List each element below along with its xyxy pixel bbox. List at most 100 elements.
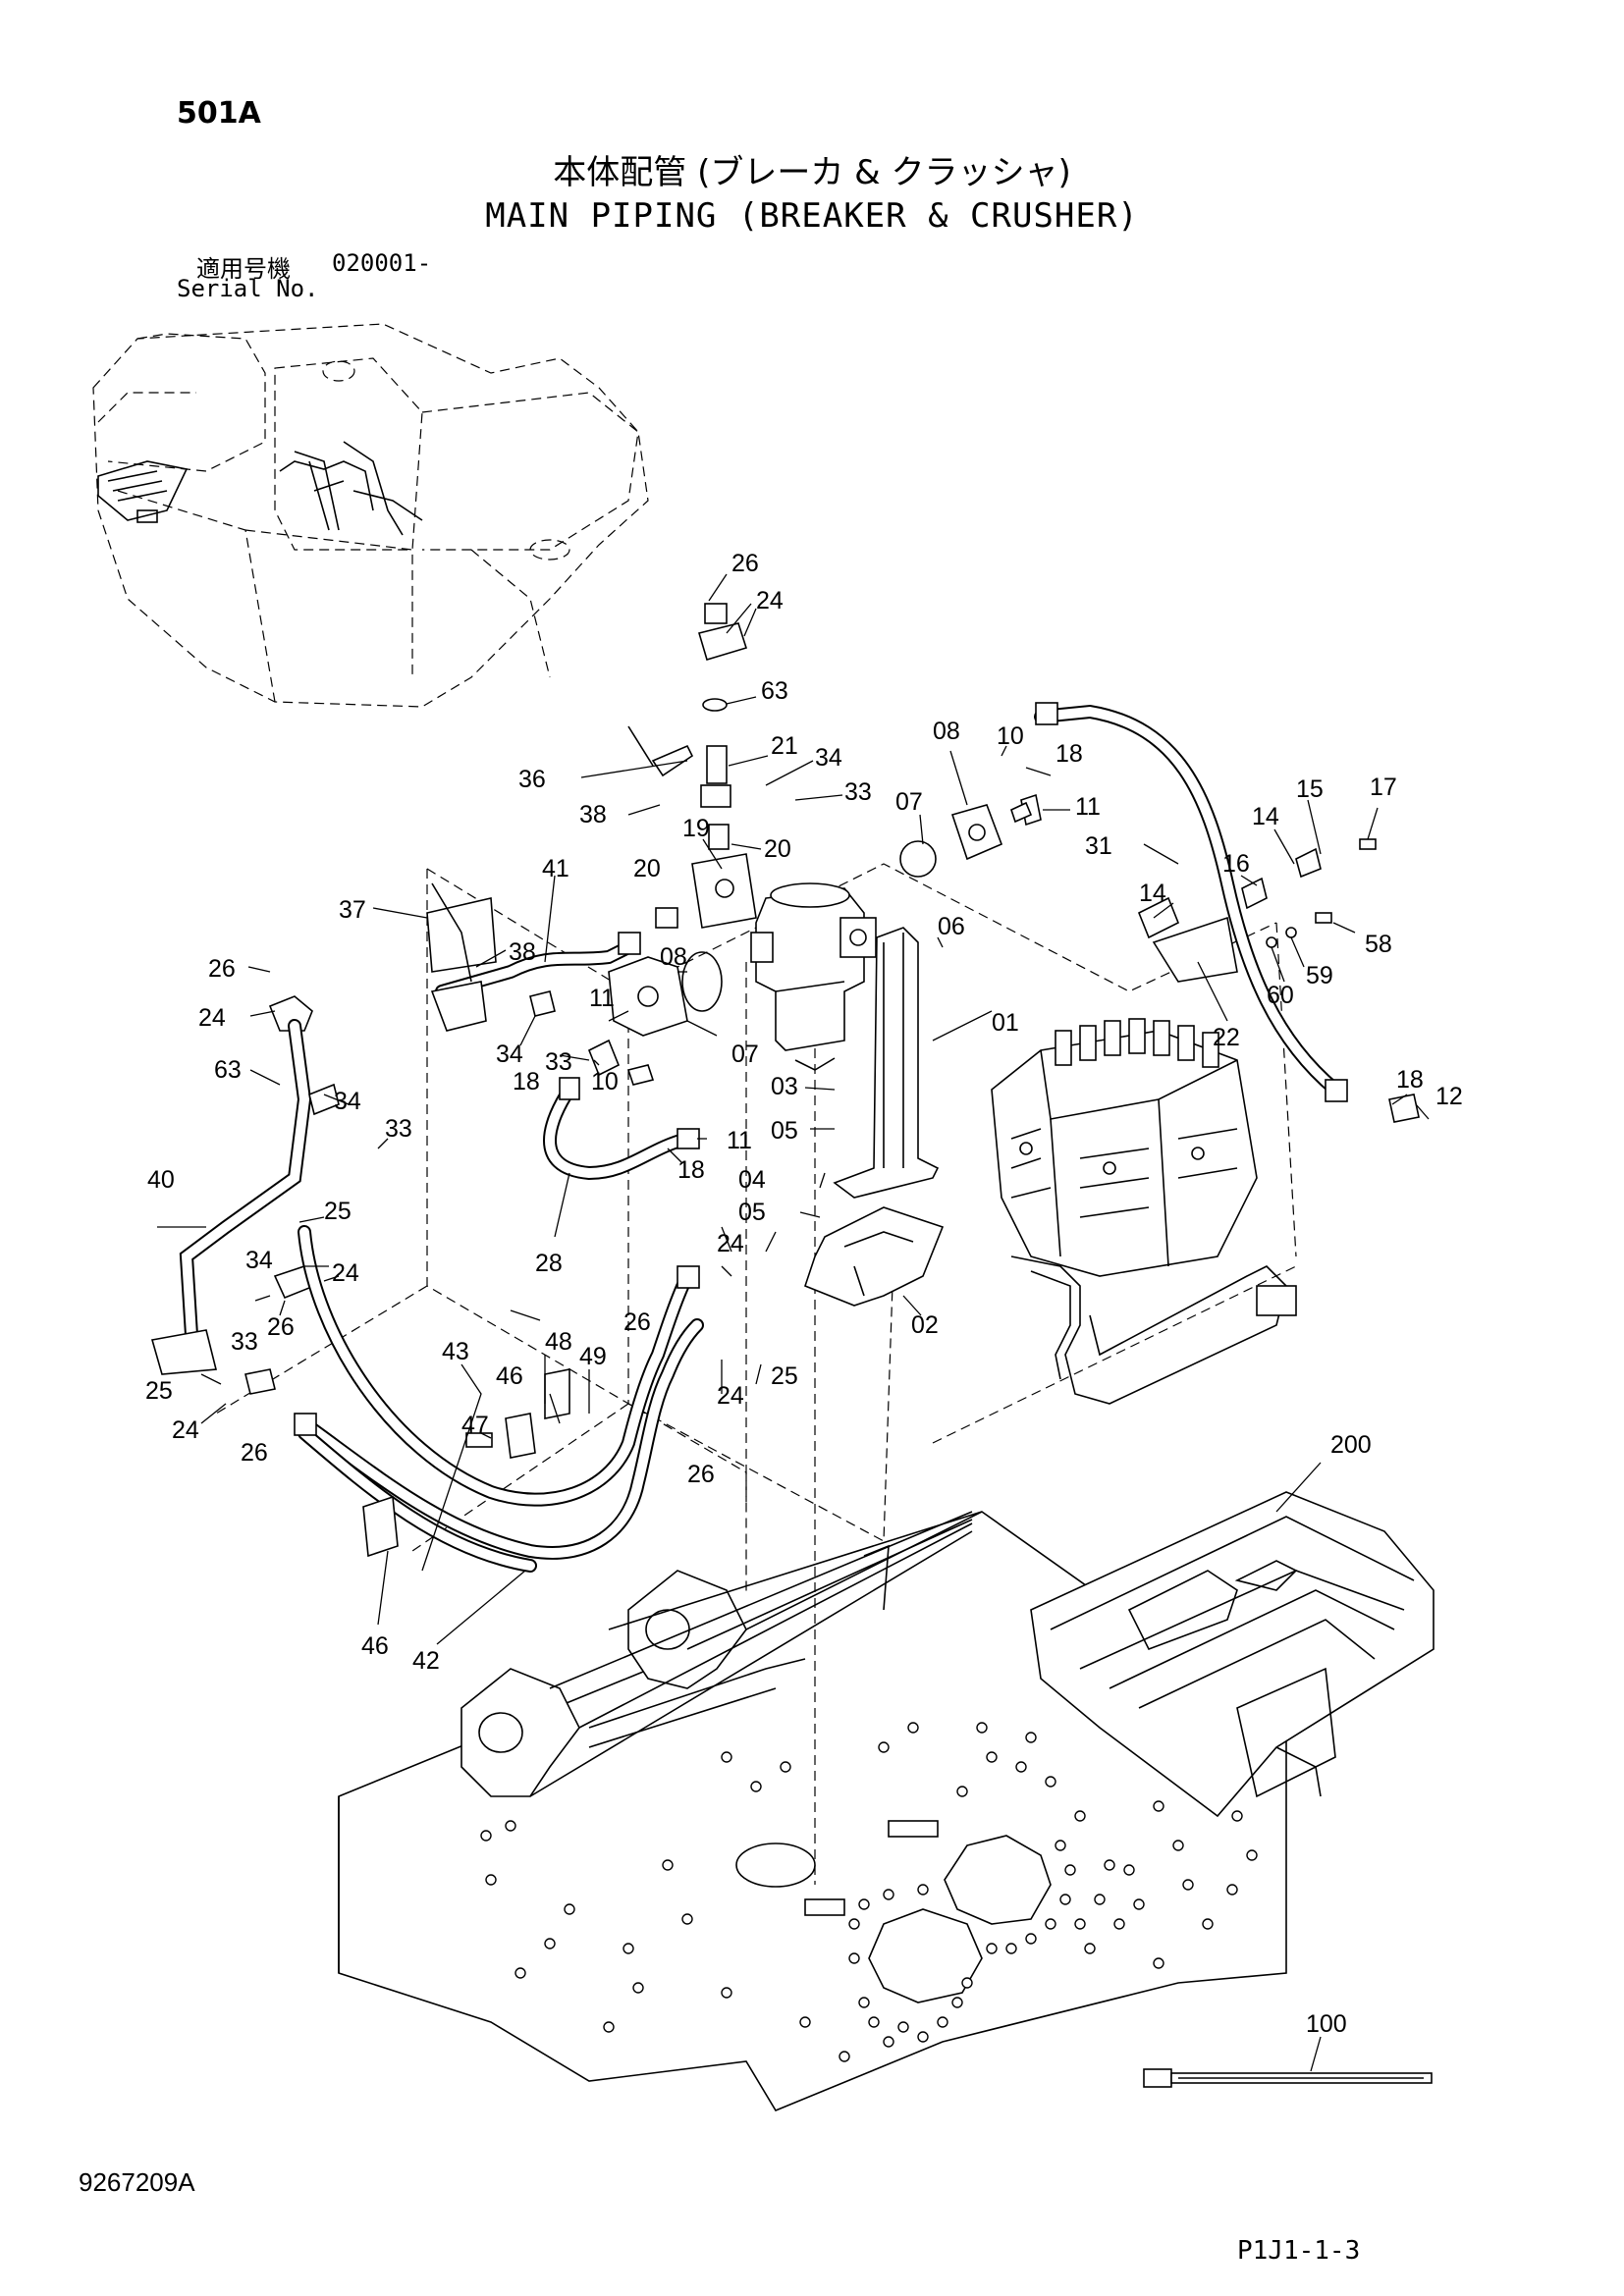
diverter-valve-stack xyxy=(655,603,757,929)
callout: 46 xyxy=(496,1362,523,1390)
base-frame-plate xyxy=(338,1511,1287,2112)
left-small-fittings xyxy=(244,951,723,1395)
callout: 18 xyxy=(513,1068,540,1095)
part-02-mount-bracket xyxy=(804,1206,945,1307)
callout: 40 xyxy=(147,1166,175,1194)
callout: 31 xyxy=(1085,832,1112,860)
callout: 10 xyxy=(591,1068,619,1095)
part-36-bracket xyxy=(627,725,694,777)
clamp-bracket-group xyxy=(1137,838,1377,983)
part-01-filter-bracket xyxy=(833,927,940,1199)
callout: 58 xyxy=(1365,931,1392,958)
callout: 03 xyxy=(771,1073,798,1100)
callout: 100 xyxy=(1306,2010,1347,2038)
callout: 18 xyxy=(1056,740,1083,768)
title-english: MAIN PIPING (BREAKER & CRUSHER) xyxy=(485,196,1139,236)
callout: 24 xyxy=(198,1004,226,1032)
callout: 15 xyxy=(1296,775,1324,803)
callout: 49 xyxy=(579,1343,607,1370)
serial-value: 020001- xyxy=(332,249,432,277)
callout: 24 xyxy=(717,1230,744,1257)
callout: 200 xyxy=(1330,1431,1372,1459)
machine-overview-illustration xyxy=(92,323,649,708)
callout: 25 xyxy=(324,1198,352,1225)
callout: 07 xyxy=(895,788,923,816)
callout: 18 xyxy=(677,1156,705,1184)
document-number: 9267209A xyxy=(79,2167,195,2197)
callout: 46 xyxy=(361,1632,389,1660)
callout: 16 xyxy=(1222,850,1250,878)
callout: 11 xyxy=(589,985,615,1012)
callout: 01 xyxy=(992,1009,1019,1037)
callout: 07 xyxy=(731,1041,759,1068)
part-08-flange-right xyxy=(950,804,1003,861)
callout: 34 xyxy=(815,744,842,772)
part-100-cable-tie xyxy=(1143,2068,1433,2088)
page-reference: P1J1-1-3 xyxy=(1237,2236,1361,2266)
callout: 12 xyxy=(1435,1083,1463,1110)
callout: 24 xyxy=(172,1416,199,1444)
filter-assembly xyxy=(750,882,877,1071)
part-callout-labels: 26 24 63 36 21 34 38 33 19 20 20 08 10 1… xyxy=(145,550,1463,2038)
callout: 08 xyxy=(933,718,960,745)
callout: 24 xyxy=(332,1259,359,1287)
callout: 22 xyxy=(1213,1024,1240,1051)
callout: 26 xyxy=(623,1308,651,1336)
callout: 02 xyxy=(911,1311,939,1339)
control-valve-assembly xyxy=(991,1018,1258,1277)
mounting-holes xyxy=(480,1722,1258,2062)
callout: 14 xyxy=(1252,803,1279,830)
callout: 26 xyxy=(208,955,236,983)
callout: 05 xyxy=(738,1199,766,1226)
serial-label-english: Serial No. xyxy=(177,275,319,302)
callout: 21 xyxy=(771,732,798,760)
callout: 42 xyxy=(412,1647,440,1675)
callout: 34 xyxy=(334,1088,361,1115)
callout: 05 xyxy=(771,1117,798,1145)
callout: 24 xyxy=(717,1382,744,1410)
callout: 10 xyxy=(997,722,1024,750)
callout: 26 xyxy=(241,1439,268,1467)
serial-label-japanese: 適用号機 xyxy=(196,255,291,283)
callout: 28 xyxy=(535,1250,563,1277)
callout: 33 xyxy=(231,1328,258,1356)
page-code: 501A xyxy=(177,96,261,131)
callout: 60 xyxy=(1267,982,1294,1009)
callout: 33 xyxy=(545,1048,572,1076)
callout: 18 xyxy=(1396,1066,1424,1094)
callout: 17 xyxy=(1370,774,1397,801)
callout: 34 xyxy=(245,1247,273,1274)
callout: 24 xyxy=(756,587,784,614)
callout: 38 xyxy=(579,801,607,828)
part-28-hose xyxy=(543,1077,700,1181)
part-42-43-hoses xyxy=(294,1225,704,1573)
part-40-pipe xyxy=(150,995,340,1375)
callout: 36 xyxy=(518,766,546,793)
callout: 34 xyxy=(496,1041,523,1068)
part-41-hose xyxy=(430,932,641,1032)
part-31-hose xyxy=(1034,702,1420,1123)
elbow-fitting-right xyxy=(899,793,1042,878)
callout: 47 xyxy=(461,1412,489,1439)
callout: 37 xyxy=(339,896,366,924)
return-pipe xyxy=(1010,1255,1297,1405)
part-37-bracket xyxy=(426,882,497,983)
title-japanese: 本体配管 (ブレーカ & クラッシャ) xyxy=(553,153,1071,192)
callout: 63 xyxy=(214,1056,242,1084)
callout: 48 xyxy=(545,1328,572,1356)
part-200-floor-cover xyxy=(1030,1491,1435,1818)
callout: 08 xyxy=(660,943,687,971)
callout: 20 xyxy=(764,835,791,863)
callout: 19 xyxy=(682,815,710,842)
callout: 33 xyxy=(844,778,872,806)
boom-top-guide xyxy=(608,1511,983,1650)
callout: 59 xyxy=(1306,962,1333,989)
callout: 25 xyxy=(771,1362,798,1390)
callout: 26 xyxy=(731,550,759,577)
clamp-parts-46-48 xyxy=(362,1368,570,1558)
callout: 38 xyxy=(509,938,536,966)
callout: 04 xyxy=(738,1166,766,1194)
callout: 41 xyxy=(542,855,569,882)
callout: 26 xyxy=(687,1461,715,1488)
